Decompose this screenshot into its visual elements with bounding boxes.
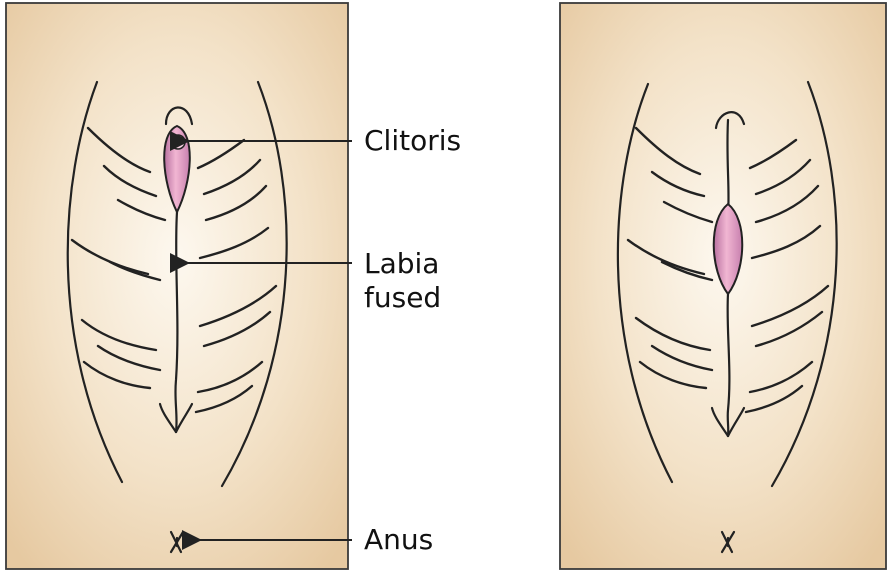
- right-panel: [560, 3, 886, 569]
- right-upper-midline: [727, 120, 728, 214]
- clitoris-label: Clitoris: [364, 124, 461, 158]
- labia-label-line1: Labia: [364, 247, 439, 281]
- labia-label-line2: fused: [364, 281, 441, 315]
- left-panel: [6, 3, 348, 569]
- anus-label: Anus: [364, 523, 433, 557]
- left-clitoris-glans: [171, 135, 185, 149]
